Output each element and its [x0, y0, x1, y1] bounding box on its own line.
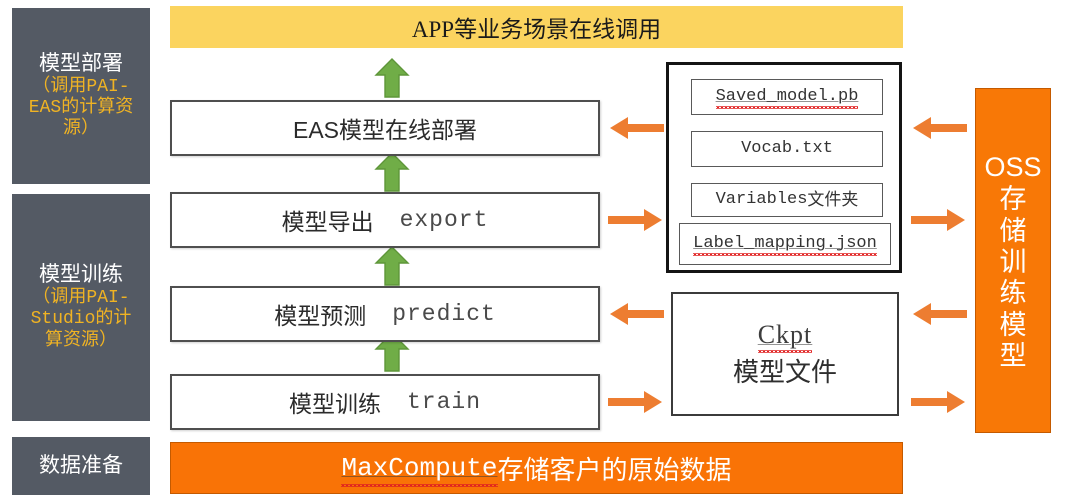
oss-char-2: 训	[999, 247, 1027, 278]
oss-char-0: 存	[999, 184, 1027, 215]
bottom-banner-product: MaxCompute	[341, 453, 498, 487]
flow-step-predict-label: 模型预测	[274, 303, 367, 329]
stage-training-title: 模型训练	[39, 263, 123, 287]
oss-char-5: 型	[999, 340, 1027, 371]
artifact-file-saved-model-label: Saved_model.pb	[715, 86, 859, 109]
stage-model-deploy: 模型部署 （调用PAI- EAS的计算资 源）	[12, 8, 150, 184]
stage-deploy-note-line2: EAS的计算资	[28, 97, 134, 118]
flow-step-export-label: 模型导出	[281, 209, 374, 235]
ckpt-latin-label: Ckpt	[757, 319, 813, 353]
arrow-left-icon	[911, 301, 967, 327]
artifact-file-variables-latin: Variables	[715, 189, 808, 209]
top-banner-label: APP等业务场景在线调用	[411, 17, 662, 42]
flow-step-predict-command: predict	[392, 301, 496, 327]
arrow-right-icon	[911, 207, 967, 233]
green-up-arrow-icon	[374, 332, 410, 372]
arrow-right-icon	[608, 389, 664, 415]
green-up-arrow-icon	[374, 152, 410, 192]
oss-char-3: 练	[999, 278, 1027, 309]
green-up-arrow-icon	[374, 58, 410, 98]
stage-data-preparation: 数据准备	[12, 437, 150, 495]
top-banner: APP等业务场景在线调用	[170, 6, 903, 48]
stage-training-note-line1: （调用PAI-	[32, 288, 130, 309]
artifact-file-saved-model: Saved_model.pb	[691, 79, 883, 115]
arrow-left-icon	[608, 115, 664, 141]
flow-step-export-command: export	[399, 207, 489, 233]
ckpt-model-file-box: Ckpt 模型文件	[671, 292, 899, 416]
stage-model-training: 模型训练 （调用PAI- Studio的计 算资源）	[12, 194, 150, 421]
oss-latin-label: OSS	[984, 151, 1042, 182]
artifact-file-label-mapping: Label_mapping.json	[679, 223, 891, 265]
stage-deploy-note-line3: 源）	[63, 119, 99, 139]
arrow-right-icon	[608, 207, 664, 233]
flow-step-eas-label: EAS模型在线部署	[292, 117, 478, 143]
stage-deploy-title: 模型部署	[39, 51, 123, 75]
stage-data-title: 数据准备	[39, 453, 123, 477]
stage-training-note-line3: 算资源）	[45, 330, 117, 351]
ckpt-chinese-label: 模型文件	[732, 356, 837, 387]
oss-char-4: 模	[999, 309, 1027, 340]
flow-step-train-command: train	[406, 389, 481, 415]
flow-step-model-export: 模型导出 export	[170, 192, 600, 248]
arrow-left-icon	[608, 301, 664, 327]
oss-storage-box: OSS 存 储 训 练 模 型	[975, 88, 1051, 433]
arrow-right-icon	[911, 389, 967, 415]
artifact-file-vocab-label: Vocab.txt	[741, 138, 833, 158]
bottom-banner-description: 存储客户的原始数据	[497, 454, 732, 485]
stage-training-note-line2: Studio的计	[30, 309, 132, 330]
green-up-arrow-icon	[374, 246, 410, 286]
oss-char-1: 储	[999, 215, 1027, 246]
flow-step-train-label: 模型训练	[288, 391, 381, 417]
stage-deploy-note-line1: （调用PAI-	[32, 76, 130, 97]
artifact-file-vocab: Vocab.txt	[691, 131, 883, 167]
flow-step-model-train: 模型训练 train	[170, 374, 600, 430]
artifact-file-label-mapping-label: Label_mapping.json	[693, 233, 877, 256]
flow-step-model-predict: 模型预测 predict	[170, 286, 600, 342]
flow-step-eas-deploy: EAS模型在线部署	[170, 100, 600, 156]
arrow-left-icon	[911, 115, 967, 141]
artifact-file-variables-suffix: 文件夹	[807, 189, 859, 209]
